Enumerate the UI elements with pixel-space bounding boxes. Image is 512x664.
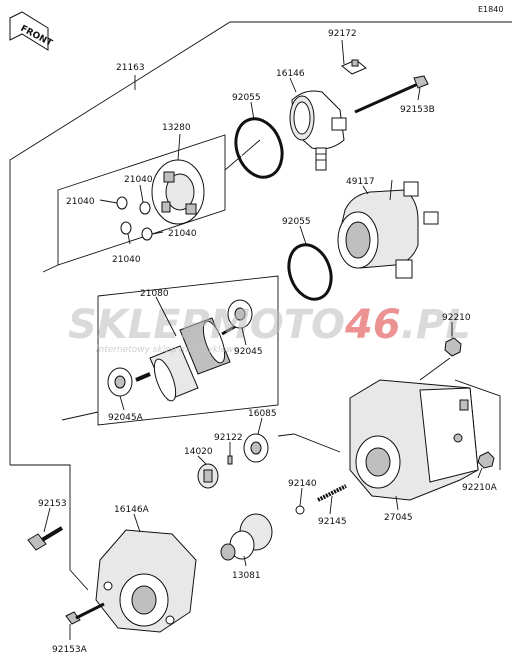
watermark-brand-d: .PL bbox=[401, 302, 471, 348]
label-16146: 16146 bbox=[276, 69, 305, 79]
label-92210a: 92210A bbox=[462, 483, 498, 493]
label-21040-d: 21040 bbox=[112, 255, 141, 265]
armature-21080 bbox=[135, 317, 237, 402]
watermark: SKLEPMOTO46.PL internetowy sklep motocyk… bbox=[68, 302, 471, 355]
bolt-92153 bbox=[27, 526, 64, 551]
gear-cover-16146a bbox=[95, 529, 197, 633]
label-92153: 92153 bbox=[38, 499, 67, 509]
label-21040-b: 21040 bbox=[66, 197, 95, 207]
label-92145: 92145 bbox=[318, 517, 347, 527]
pinion-13081 bbox=[220, 513, 273, 561]
label-21080: 21080 bbox=[140, 289, 169, 299]
label-92122: 92122 bbox=[214, 433, 243, 443]
label-16085: 16085 bbox=[248, 409, 277, 419]
washer-92172 bbox=[341, 59, 367, 75]
bolt-92153a bbox=[65, 602, 105, 625]
brush-holder-box bbox=[42, 134, 261, 273]
gear-16085 bbox=[243, 433, 269, 463]
svg-text:SKLEPMOTO46.PL: SKLEPMOTO46.PL bbox=[68, 302, 471, 348]
pin-92122 bbox=[227, 455, 233, 465]
watermark-brand-c: 46 bbox=[344, 302, 401, 348]
bolt-92153b bbox=[354, 75, 429, 114]
housing-27045 bbox=[349, 357, 479, 501]
label-49117: 49117 bbox=[346, 177, 375, 187]
yoke-49117 bbox=[337, 179, 439, 279]
label-92172: 92172 bbox=[328, 29, 357, 39]
end-cover-16146 bbox=[289, 90, 347, 171]
armature-box bbox=[61, 275, 279, 426]
label-13081: 13081 bbox=[232, 571, 261, 581]
o-ring-92055-top bbox=[234, 117, 284, 179]
label-21040-c: 21040 bbox=[168, 229, 197, 239]
assembly-outline bbox=[9, 21, 512, 591]
bearing-92045 bbox=[227, 299, 253, 329]
part-labels: 21163 92172 16146 92055 92153B 13280 210… bbox=[38, 29, 498, 655]
label-27045: 27045 bbox=[384, 513, 413, 523]
front-arrow-icon: FRONT bbox=[9, 11, 54, 51]
label-21163: 21163 bbox=[116, 63, 145, 73]
label-92045a: 92045A bbox=[108, 413, 144, 423]
coupling-14020 bbox=[197, 463, 219, 489]
bearing-92045a bbox=[107, 367, 133, 397]
brush-springs-21040 bbox=[99, 184, 164, 245]
ball-92140 bbox=[295, 505, 305, 515]
spring-92145 bbox=[317, 484, 347, 502]
label-92055-mid: 92055 bbox=[282, 217, 311, 227]
o-ring-92055-mid bbox=[287, 243, 333, 301]
label-92153b: 92153B bbox=[400, 105, 435, 115]
leader-lines bbox=[43, 39, 483, 640]
brush-plate-13280 bbox=[151, 159, 205, 225]
label-92055-top: 92055 bbox=[232, 93, 261, 103]
watermark-brand-a: SKLEP bbox=[68, 302, 210, 348]
watermark-brand-b: MOTO bbox=[210, 302, 345, 348]
label-92153a: 92153A bbox=[52, 645, 88, 655]
diagram-code: E1840 bbox=[478, 5, 503, 14]
label-92210: 92210 bbox=[442, 313, 471, 323]
label-13280: 13280 bbox=[162, 123, 191, 133]
watermark-tagline: internetowy sklep motocyklowy bbox=[96, 345, 239, 355]
label-14020: 14020 bbox=[184, 447, 213, 457]
label-92045: 92045 bbox=[234, 347, 263, 357]
label-21040-a: 21040 bbox=[124, 175, 153, 185]
nut-92210a bbox=[477, 451, 495, 469]
label-92140: 92140 bbox=[288, 479, 317, 489]
label-16146a: 16146A bbox=[114, 505, 150, 515]
connector-lines bbox=[277, 379, 501, 470]
